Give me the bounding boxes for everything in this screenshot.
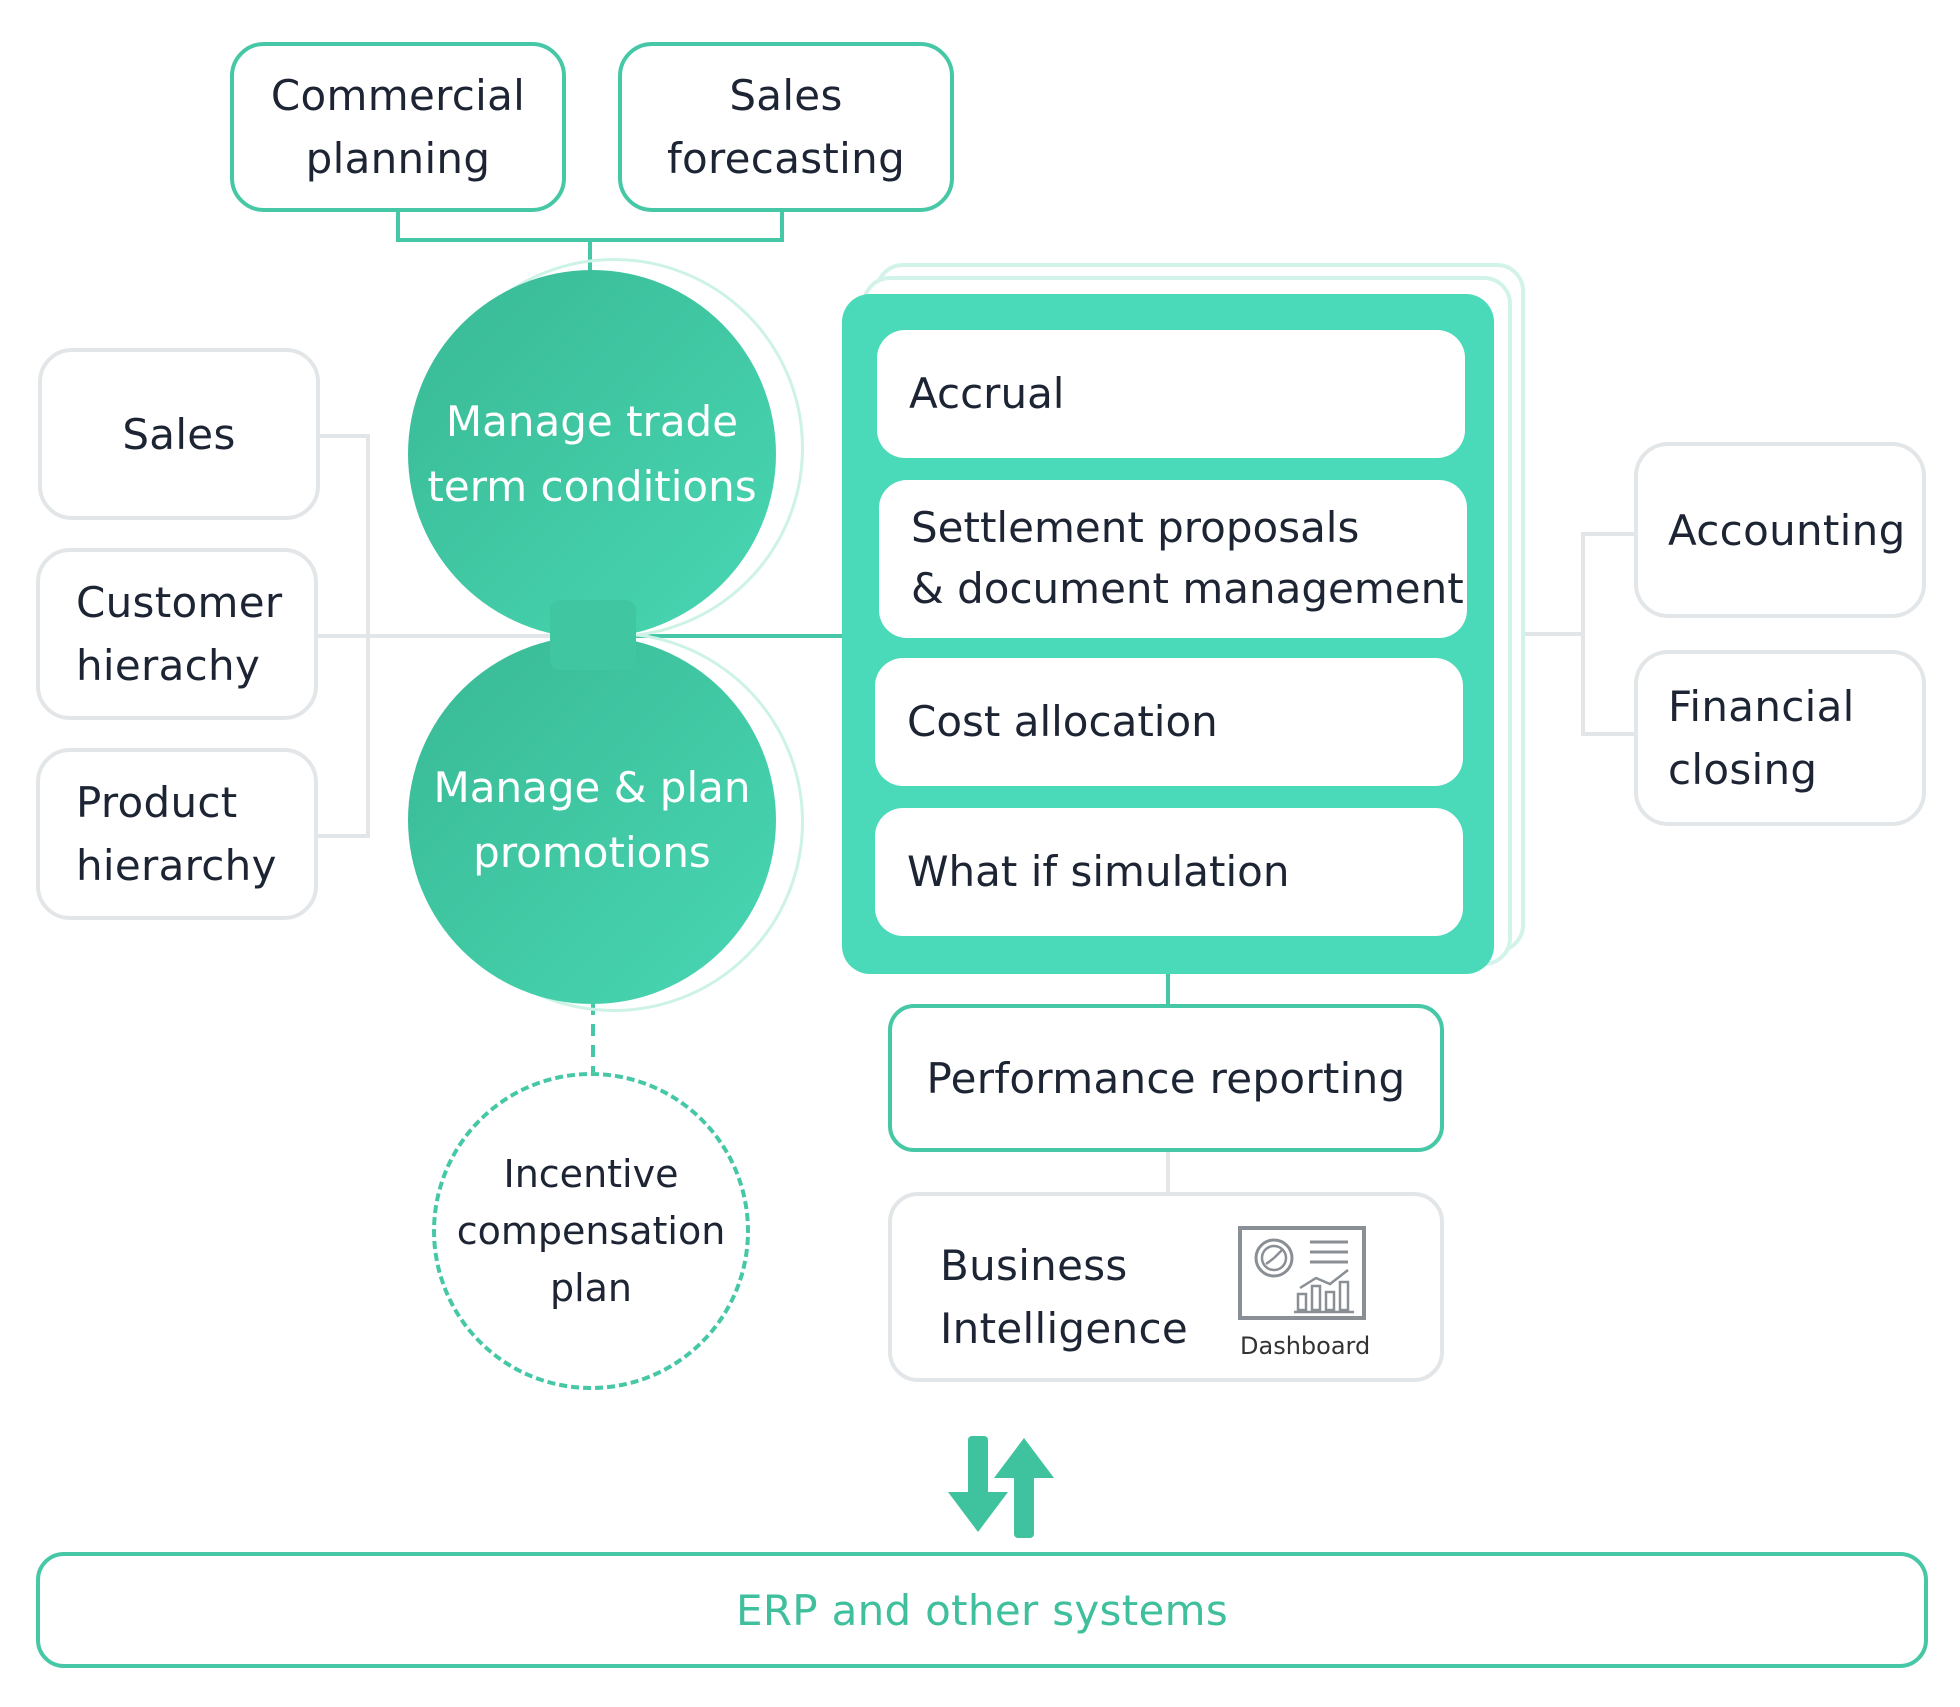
product-hierarchy-line1: Product bbox=[76, 778, 238, 827]
financial-closing-line1: Financial bbox=[1668, 682, 1855, 731]
sales-forecasting-box: Sales forecasting bbox=[618, 42, 954, 212]
incentive-line3: plan bbox=[549, 1265, 633, 1310]
bi-line1: Business bbox=[940, 1241, 1128, 1290]
promotions-line2: promotions bbox=[473, 828, 711, 877]
financial-closing-line2: closing bbox=[1668, 745, 1818, 794]
dashboard-label: Dashboard bbox=[1240, 1332, 1371, 1360]
incentive-line2: compensation bbox=[456, 1208, 726, 1253]
trade-terms-line1: Manage trade bbox=[445, 396, 739, 446]
what-if-item: What if simulation bbox=[875, 808, 1463, 936]
accounting-box: Accounting bbox=[1634, 442, 1926, 618]
incentive-compensation-circle: Incentive compensation plan bbox=[432, 1072, 750, 1390]
settlement-line2: & document management bbox=[911, 564, 1464, 613]
settlement-line1: Settlement proposals bbox=[911, 503, 1360, 553]
bi-line2: Intelligence bbox=[940, 1304, 1188, 1353]
dashboard-icon bbox=[1238, 1226, 1366, 1320]
commercial-planning-line1: Commercial bbox=[270, 71, 526, 120]
product-hierarchy-box: Product hierarchy bbox=[36, 748, 318, 920]
commercial-planning-box: Commercial planning bbox=[230, 42, 566, 212]
customer-hierarchy-line2: hierachy bbox=[76, 641, 261, 690]
circle-waist bbox=[550, 600, 636, 670]
business-intelligence-box: Business Intelligence Dashboard bbox=[888, 1192, 1444, 1382]
cost-allocation-item: Cost allocation bbox=[875, 658, 1463, 786]
erp-bar: ERP and other systems bbox=[36, 1552, 1928, 1668]
customer-hierarchy-line1: Customer bbox=[76, 578, 283, 627]
product-hierarchy-line2: hierarchy bbox=[76, 841, 277, 890]
performance-reporting-label: Performance reporting bbox=[926, 1053, 1406, 1103]
customer-hierarchy-box: Customer hierachy bbox=[36, 548, 318, 720]
promotions-circle: Manage & plan promotions bbox=[408, 636, 776, 1004]
sales-box: Sales bbox=[38, 348, 320, 520]
incentive-line1: Incentive bbox=[503, 1151, 679, 1196]
cost-allocation-label: Cost allocation bbox=[907, 696, 1218, 746]
accrual-label: Accrual bbox=[909, 368, 1065, 418]
arrow-down-icon bbox=[948, 1436, 1008, 1532]
financial-closing-box: Financial closing bbox=[1634, 650, 1926, 826]
settlement-item: Settlement proposals & document manageme… bbox=[879, 480, 1467, 638]
commercial-planning-line2: planning bbox=[305, 134, 491, 183]
sales-forecasting-line2: forecasting bbox=[666, 134, 906, 183]
accounting-label: Accounting bbox=[1668, 505, 1906, 555]
erp-label: ERP and other systems bbox=[735, 1585, 1229, 1635]
performance-reporting-box: Performance reporting bbox=[888, 1004, 1444, 1152]
trade-terms-line2: term conditions bbox=[427, 462, 757, 511]
accrual-item: Accrual bbox=[877, 330, 1465, 458]
sync-arrows bbox=[948, 1436, 1054, 1538]
sales-forecasting-line1: Sales bbox=[729, 71, 843, 120]
trade-terms-circle: Manage trade term conditions bbox=[408, 270, 776, 638]
sales-label: Sales bbox=[122, 409, 236, 459]
promotions-line1: Manage & plan bbox=[433, 762, 751, 812]
what-if-label: What if simulation bbox=[907, 846, 1290, 896]
features-panel: Accrual Settlement proposals & document … bbox=[842, 294, 1494, 974]
arrow-up-icon bbox=[994, 1438, 1054, 1538]
